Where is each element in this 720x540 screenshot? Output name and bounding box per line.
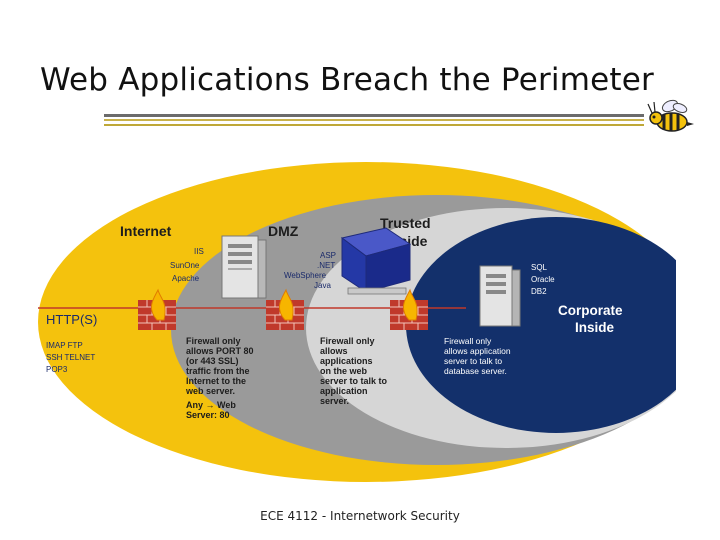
protocol-line-2: SSH TELNET [46,353,95,362]
web-server-label-sunone: SunOne [170,261,200,270]
dmz-zone-label: DMZ [268,223,299,239]
db-server-label-db2: DB2 [531,287,547,296]
application-server-icon [340,227,412,295]
fw2-note-line-3: applications [320,356,373,366]
db-server-label-sql: SQL [531,263,548,272]
fw2-note-line-4: on the web [320,366,368,376]
fw2-note-line-1: Firewall only [320,336,375,346]
web-server-label-apache: Apache [172,274,200,283]
fw2-note-line-7: server. [320,396,349,406]
http-label: HTTP(S) [46,312,97,327]
fw2-note-line-6: application [320,386,368,396]
firewall-dmz-trusted-icon [266,288,304,330]
fw1-note-line-5: Internet to the [186,376,246,386]
fw2-note-line-2: allows [320,346,348,356]
app-server-label-asp: ASP [320,251,336,260]
web-server-label-iis: IIS [194,247,204,256]
corporate-zone-label-2: Inside [575,320,615,335]
protocol-line-1: IMAP FTP [46,341,83,350]
slide-title: Web Applications Breach the Perimeter [40,62,654,98]
fw3-note-line-4: database server. [444,366,507,376]
fw3-note-line-3: server to talk to [444,356,502,366]
fw1-note-line-1: Firewall only [186,336,241,346]
app-server-label-java: Java [314,281,331,290]
fw1-note-line-2: allows PORT 80 [186,346,254,356]
fw1-note-line-4: traffic from the [186,366,250,376]
firewall-trusted-corporate-icon [390,288,428,330]
fw3-note-line-1: Firewall only [444,336,492,346]
app-server-label-websphere: WebSphere [284,271,327,280]
db-server-label-oracle: Oracle [531,275,555,284]
title-divider [104,114,644,117]
web-server-icon [221,235,267,299]
perimeter-diagram: Internet DMZ Trusted Inside Corporate In… [36,160,676,485]
internet-zone-label: Internet [120,223,172,239]
fw1-note-line-6: web server. [185,386,235,396]
slide-footer: ECE 4112 - Internetwork Security [260,509,460,523]
fw1-rule-line-2: Server: 80 [186,410,230,420]
yellow-jacket-bee-icon [647,99,694,132]
fw3-note-line-2: allows application [444,346,511,356]
firewall-internet-dmz-icon [138,288,176,330]
trusted-zone-label: Trusted [380,215,431,231]
fw2-note-line-5: server to talk to [320,376,388,386]
database-server-icon [479,265,521,327]
title-divider-gold-lower [104,124,644,126]
fw1-rule-line-1: Any → Web [186,400,236,410]
corporate-zone-label: Corporate [558,303,623,318]
fw1-note-line-3: (or 443 SSL) [186,356,239,366]
protocol-line-3: POP3 [46,365,68,374]
title-divider-gold [104,119,644,121]
corporate-inside-zone [406,217,676,433]
app-server-label-net: .NET [317,261,335,270]
